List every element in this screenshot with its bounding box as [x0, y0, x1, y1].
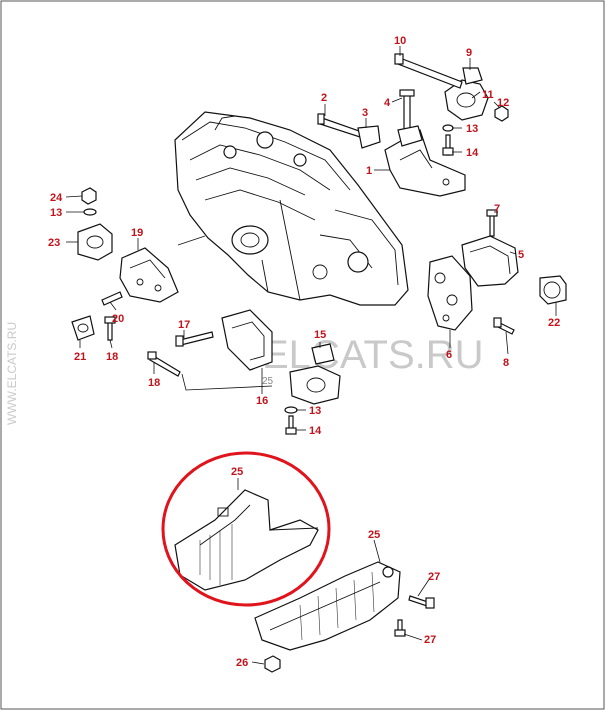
highlight-ring: [161, 451, 331, 607]
bolt-17: [179, 331, 214, 346]
mount-bracket-19: [119, 247, 179, 303]
callout-14-lower: 14: [309, 425, 322, 437]
callout-5: 5: [518, 249, 524, 261]
bolt-10: [397, 57, 463, 89]
callout-24: 24: [50, 192, 63, 204]
right-mount-group: [317, 53, 509, 197]
callout-4: 4: [384, 97, 391, 109]
bolt-27-upper: [408, 595, 429, 607]
callout-15: 15: [314, 329, 326, 341]
callout-7: 7: [494, 203, 500, 215]
callout-18-lower: 18: [148, 377, 160, 389]
callout-22: 22: [548, 317, 560, 329]
callout-2: 2: [321, 92, 327, 104]
callout-27-upper: 27: [428, 571, 440, 583]
mount-bracket-16: [221, 309, 273, 371]
engine-assembly: [174, 111, 409, 306]
callout-8: 8: [503, 357, 509, 369]
mount-bracket-6: [427, 255, 473, 331]
shield-highlighted-25: [174, 489, 319, 591]
washer-13-lower: [284, 406, 298, 414]
inline-label-25: 25: [262, 376, 274, 387]
callout-11: 11: [482, 89, 494, 101]
callout-9: 9: [466, 47, 472, 59]
callout-20: 20: [112, 313, 124, 325]
mount-bracket-5: [461, 235, 519, 287]
callout-16: 16: [256, 395, 268, 407]
callout-26: 26: [236, 657, 248, 669]
bracket-3: [357, 125, 381, 149]
callout-13: 13: [466, 123, 478, 135]
mount-bracket-1: [384, 129, 466, 197]
washer-13-left: [83, 208, 97, 216]
callout-23: 23: [48, 237, 60, 249]
callouts: 10 9 11 12 13 14 2 4 3 1 24 13 23 19 20 …: [48, 35, 560, 669]
callout-3: 3: [362, 107, 368, 119]
mount-cushion-23: [77, 223, 113, 261]
side-watermark: WWW.ELCATS.RU: [5, 322, 19, 425]
callout-25-lower: 25: [368, 529, 380, 541]
callout-10: 10: [394, 35, 406, 47]
callout-14: 14: [466, 147, 479, 159]
callout-25-highlighted: 25: [231, 466, 243, 478]
rear-mount-group: [427, 209, 567, 335]
callout-13-lower: 13: [309, 405, 321, 417]
callout-18-left: 18: [106, 351, 118, 363]
bolt-20: [101, 291, 123, 306]
bolt-7: [489, 213, 495, 237]
mount-cushion-15: [289, 365, 341, 405]
callout-19: 19: [131, 227, 143, 239]
left-mount-group: [71, 187, 206, 341]
callout-6: 6: [446, 349, 452, 361]
shield-lower-25: [254, 561, 401, 651]
cap-22: [539, 275, 567, 305]
callout-12: 12: [497, 97, 509, 109]
callout-13-left: 13: [50, 207, 62, 219]
bracket-21: [71, 315, 95, 341]
callout-17: 17: [178, 319, 190, 331]
callout-21: 21: [74, 351, 86, 363]
leader-lines: [65, 46, 557, 665]
bolt-2: [319, 117, 363, 138]
nut-24: [81, 187, 97, 205]
callout-1: 1: [366, 165, 372, 177]
nut-26: [264, 655, 281, 673]
washer-13-top: [442, 124, 454, 132]
lower-mount-group: [147, 309, 341, 435]
callout-27-lower: 27: [424, 634, 436, 646]
nut-12: [494, 105, 509, 122]
